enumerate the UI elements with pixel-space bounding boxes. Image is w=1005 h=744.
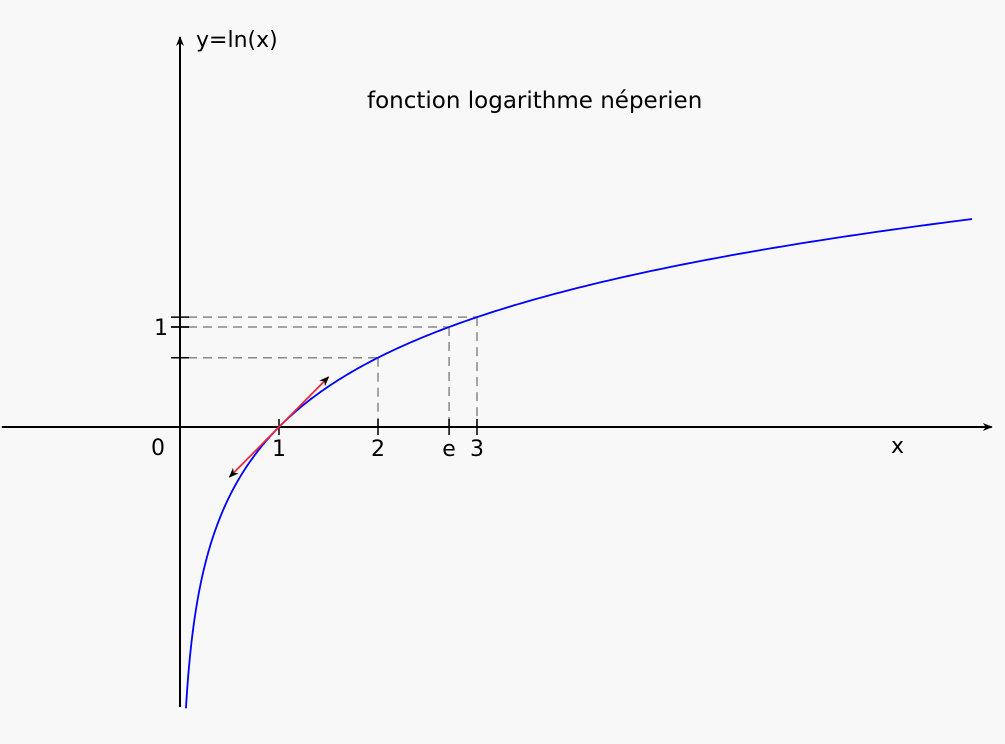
origin-label: 0 — [151, 436, 165, 461]
tangent-segment-left — [228, 426, 280, 478]
ln-curve — [185, 218, 973, 709]
x-tick-label-0: 1 — [272, 437, 286, 462]
x-tick-label-3: 3 — [470, 437, 484, 462]
x-tick-label-1: 2 — [371, 437, 385, 462]
axes — [1, 36, 993, 707]
chart-title: fonction logarithme néperien — [367, 88, 702, 114]
ln-curve-group — [185, 218, 973, 709]
tangent-segment-right — [278, 376, 330, 428]
y-axis-label: y=ln(x) — [196, 28, 278, 53]
guide-lines — [188, 316, 478, 427]
x-axis-label: x — [891, 434, 904, 459]
y-tick-label-0: 1 — [154, 316, 168, 341]
tick-marks — [171, 316, 478, 435]
tangent-group — [228, 376, 330, 478]
x-tick-label-2: e — [442, 437, 456, 462]
